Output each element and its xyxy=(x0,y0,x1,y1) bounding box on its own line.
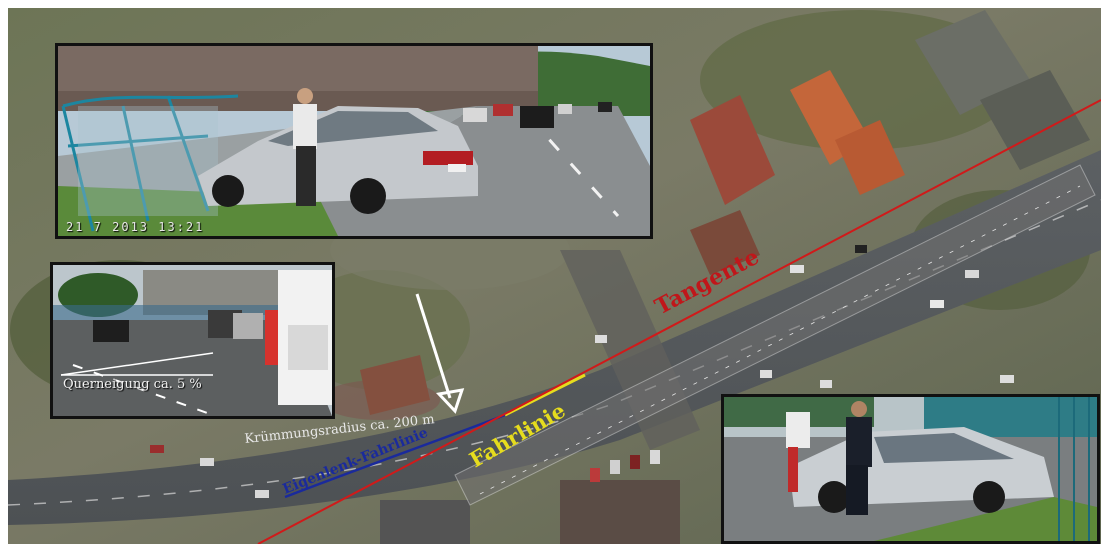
driving-line xyxy=(504,373,586,417)
photo-cross-slope: Querneigung ca. 5 % xyxy=(50,262,335,419)
self-steer-line xyxy=(284,413,506,499)
buildings xyxy=(360,10,1090,544)
photo-accident-overview: 21 7 2013 13:21 xyxy=(55,43,653,239)
measure-ruler xyxy=(454,164,1096,506)
photo-car-side-scene xyxy=(724,397,1097,541)
photo-car-side xyxy=(721,394,1100,544)
cross-slope-label: Querneigung ca. 5 % xyxy=(63,377,202,392)
photo-cross-slope-scene xyxy=(53,265,332,416)
parked-cars xyxy=(150,245,1014,498)
arrow-icon xyxy=(415,293,465,414)
tangent-line xyxy=(257,99,1101,544)
photo-overview-scene xyxy=(58,46,650,236)
photo-timestamp: 21 7 2013 13:21 xyxy=(66,220,205,234)
